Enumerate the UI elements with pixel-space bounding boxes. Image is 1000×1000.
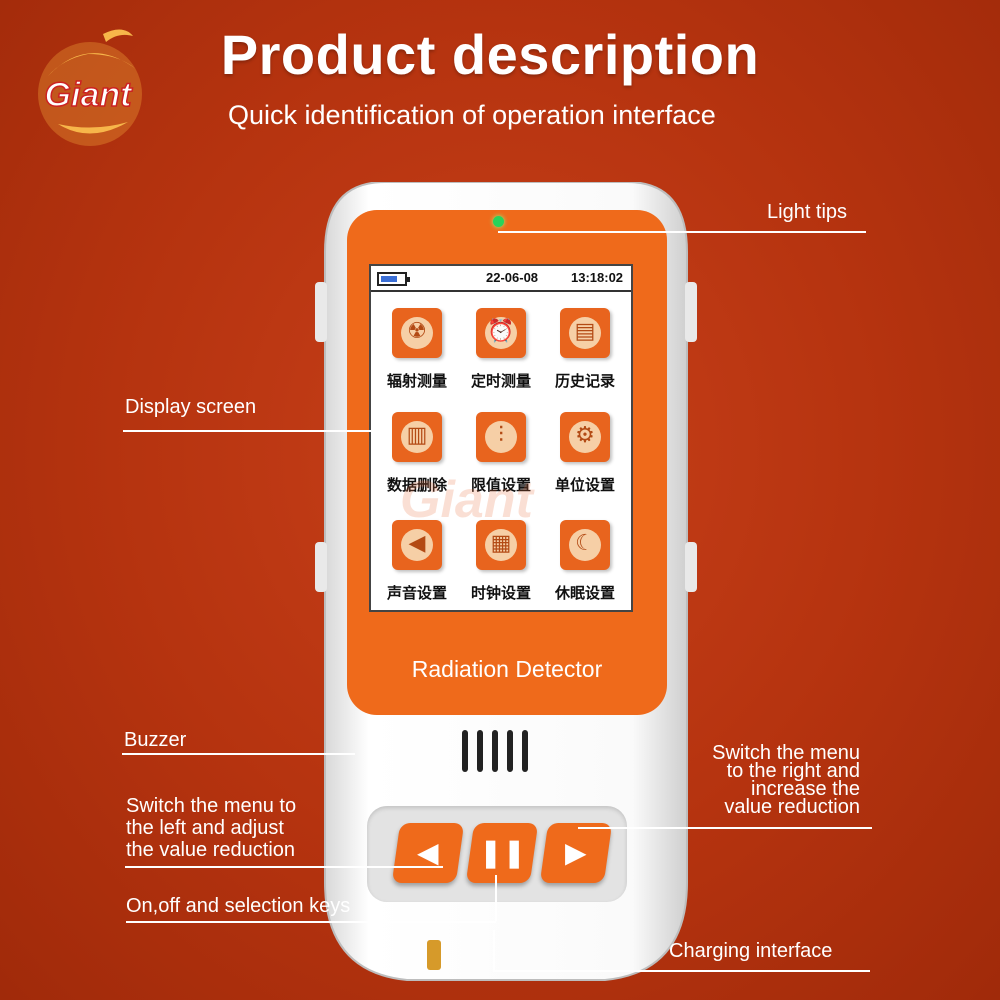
callout-line-vertical bbox=[495, 875, 497, 921]
callout-light-tips: Light tips bbox=[767, 201, 848, 223]
buzzer-slot bbox=[462, 730, 468, 772]
callout-switch-left-line1: Switch the menu to bbox=[126, 795, 297, 817]
moon-icon: ☾ bbox=[560, 520, 610, 570]
callout-switch-left-line3: the value reduction bbox=[126, 839, 296, 861]
callout-switch-right-line3: increase the bbox=[751, 778, 860, 800]
callout-buzzer: Buzzer bbox=[124, 729, 187, 751]
right-arrow-icon: ▶ bbox=[565, 837, 587, 868]
callout-line bbox=[578, 827, 872, 829]
page-title-text: Product description bbox=[220, 23, 760, 86]
app-timed-measure[interactable]: ⏰ 定时测量 bbox=[459, 302, 543, 402]
callout-switch-left-line2: the left and adjust bbox=[126, 817, 284, 839]
sliders-icon: ⫶ bbox=[476, 412, 526, 462]
status-date: 22-06-08 bbox=[486, 270, 539, 285]
radiation-icon: ☢ bbox=[392, 308, 442, 358]
app-label: 数据删除 bbox=[386, 476, 447, 494]
charging-port bbox=[427, 940, 441, 970]
app-label: 限值设置 bbox=[470, 476, 531, 494]
callout-display-screen: Display screen bbox=[125, 396, 257, 418]
app-unit-settings[interactable]: ⚙ 单位设置 bbox=[543, 406, 627, 506]
status-time: 13:18:02 bbox=[571, 270, 624, 285]
callout-switch-right-line4: value reduction bbox=[724, 796, 860, 818]
callout-line bbox=[122, 753, 355, 755]
callout-line bbox=[498, 231, 866, 233]
callout-line-vertical bbox=[493, 930, 495, 972]
page-subtitle: Quick identification of operation interf… bbox=[228, 100, 716, 130]
device-name: Radiation Detector bbox=[411, 656, 603, 682]
callout-line bbox=[494, 970, 870, 972]
indicator-light bbox=[493, 216, 504, 227]
select-button[interactable]: ❚❚ bbox=[465, 823, 539, 883]
callout-line bbox=[123, 430, 390, 432]
callout-switch-right-line2: to the right and bbox=[726, 760, 860, 782]
status-bar: 22-06-08 13:18:02 bbox=[371, 266, 631, 292]
buzzer-slot bbox=[477, 730, 483, 772]
app-history[interactable]: ▤ 历史记录 bbox=[543, 302, 627, 402]
trash-icon: ▥ bbox=[392, 412, 442, 462]
callout-line bbox=[125, 866, 443, 868]
app-sleep-settings[interactable]: ☾ 休眠设置 bbox=[543, 514, 627, 614]
callout-switch-left: Switch the menu to the left and adjust t… bbox=[126, 795, 296, 861]
pause-icon: ❚❚ bbox=[478, 837, 526, 868]
buzzer-slot bbox=[492, 730, 498, 772]
app-label: 时钟设置 bbox=[470, 584, 531, 602]
app-label: 辐射测量 bbox=[386, 372, 447, 390]
giant-logo: Giant bbox=[18, 14, 158, 154]
gear-icon: ⚙ bbox=[560, 412, 610, 462]
left-button[interactable]: ◀ bbox=[391, 823, 465, 883]
app-radiation-measure[interactable]: ☢ 辐射测量 bbox=[375, 302, 459, 402]
history-record-icon: ▤ bbox=[560, 308, 610, 358]
battery-icon bbox=[377, 272, 410, 286]
app-sound-settings[interactable]: ◀ 声音设置 bbox=[375, 514, 459, 614]
callout-switch-right: Switch the menu to the right and increas… bbox=[680, 742, 860, 818]
app-label: 休眠设置 bbox=[554, 584, 615, 602]
watermark: Giant bbox=[400, 471, 533, 529]
callout-on-off: On,off and selection keys bbox=[126, 895, 351, 917]
app-label: 单位设置 bbox=[554, 476, 615, 494]
logo-text: Giant bbox=[45, 76, 134, 114]
app-label: 历史记录 bbox=[554, 372, 615, 390]
app-label: 声音设置 bbox=[386, 584, 447, 602]
page-title: Product description bbox=[0, 22, 1000, 87]
calendar-clock-icon: ▦ bbox=[476, 520, 526, 570]
buzzer-slot bbox=[507, 730, 513, 772]
app-clock-settings[interactable]: ▦ 时钟设置 bbox=[459, 514, 543, 614]
callout-line bbox=[126, 921, 496, 923]
app-label: 定时测量 bbox=[470, 372, 531, 390]
right-button[interactable]: ▶ bbox=[539, 823, 613, 883]
callout-switch-right-line1: Switch the menu bbox=[712, 742, 860, 764]
app-data-delete[interactable]: ▥ 数据删除 bbox=[375, 406, 459, 506]
speaker-icon: ◀ bbox=[392, 520, 442, 570]
left-arrow-icon: ◀ bbox=[417, 837, 439, 868]
alarm-clock-icon: ⏰ bbox=[476, 308, 526, 358]
app-limit-settings[interactable]: ⫶ 限值设置 bbox=[459, 406, 543, 506]
callout-charging: Charging interface bbox=[669, 940, 833, 962]
display-screen: 22-06-08 13:18:02 ☢ 辐射测量 ⏰ 定时测量 ▤ 历史记录 ▥… bbox=[369, 264, 633, 612]
buzzer-slot bbox=[522, 730, 528, 772]
